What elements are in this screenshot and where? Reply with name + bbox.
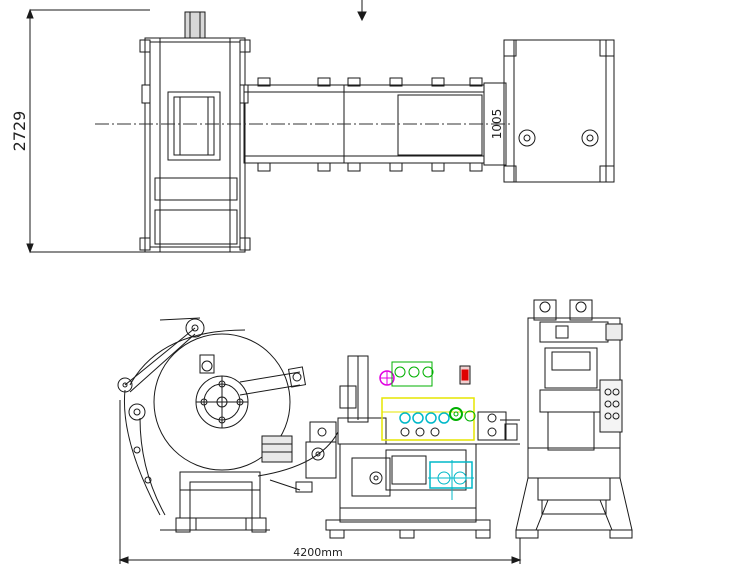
press-top-view — [503, 39, 615, 183]
height-dimension-label: 2729 — [10, 111, 29, 152]
length-dimension-label: 4200mm — [293, 546, 342, 559]
uncoiler-top-frame — [139, 11, 251, 253]
straightener-rolls — [379, 361, 476, 500]
height-dimension-line — [26, 8, 150, 254]
top-view: 2729 — [10, 0, 615, 254]
uncoiler-side — [117, 317, 339, 533]
feeder-side — [305, 355, 520, 539]
side-view: 4200mm — [117, 299, 633, 564]
press-side — [515, 299, 633, 539]
top-arrow-marker — [357, 0, 367, 22]
length-dimension-line — [118, 400, 522, 564]
